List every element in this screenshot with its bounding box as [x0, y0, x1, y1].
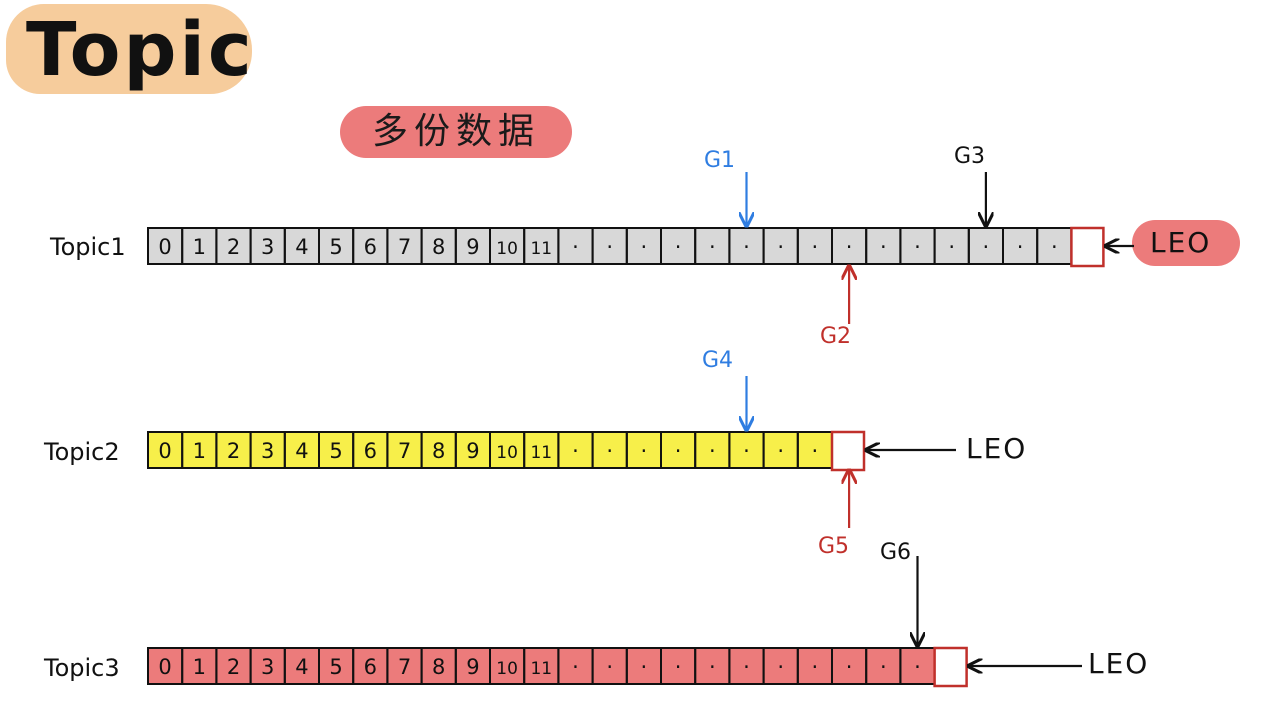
log-cell-offset: 11 — [530, 659, 552, 679]
log-cell-offset: 6 — [364, 655, 377, 679]
log-cell-offset: 0 — [158, 655, 171, 679]
log-cell-offset: 6 — [364, 235, 377, 259]
group-g6-label: G6 — [880, 540, 912, 565]
log-cell-offset: 9 — [466, 439, 479, 463]
log-cell-offset: 10 — [496, 659, 518, 679]
log-cell-offset: 10 — [496, 239, 518, 259]
log-cell-offset: 8 — [432, 439, 445, 463]
log-cell-offset: 4 — [295, 235, 308, 259]
log-cell-offset: · — [1017, 235, 1024, 259]
topic2-label: Topic2 — [44, 438, 120, 466]
log-cell-offset: · — [914, 235, 921, 259]
leo-slot — [1070, 226, 1105, 268]
log-cell-offset: · — [606, 655, 613, 679]
log-cell-offset: 2 — [227, 235, 240, 259]
log-cell-offset: · — [777, 655, 784, 679]
log-cell-offset: · — [606, 235, 613, 259]
log-cell-offset: 1 — [193, 439, 206, 463]
log-cell-offset: 3 — [261, 655, 274, 679]
log-cell-offset: 11 — [530, 239, 552, 259]
log-cell-offset: · — [777, 235, 784, 259]
leo-slot — [933, 646, 968, 688]
log-cell-offset: · — [812, 235, 819, 259]
log-cell-offset: 0 — [158, 235, 171, 259]
topic3-leo-label: LEO — [1088, 647, 1150, 680]
log-cell-offset: 7 — [398, 235, 411, 259]
log-cell-offset: 8 — [432, 235, 445, 259]
log-cell-offset: · — [675, 439, 682, 463]
log-cell-offset: 8 — [432, 655, 445, 679]
log-cell-offset: 4 — [295, 439, 308, 463]
log-cell-offset: · — [1051, 235, 1058, 259]
log-cell-offset: · — [572, 655, 579, 679]
group-g5-label: G5 — [818, 534, 850, 559]
log-cell-offset: · — [572, 235, 579, 259]
topic1-label: Topic1 — [50, 233, 126, 261]
log-cell-offset: · — [675, 235, 682, 259]
log-cell-offset: · — [641, 439, 648, 463]
log-cell-offset: · — [983, 235, 990, 259]
log-cell-offset: 7 — [398, 655, 411, 679]
group-g3-label: G3 — [954, 144, 986, 169]
log-cell-offset: 1 — [193, 655, 206, 679]
log-cell-offset: 5 — [329, 235, 342, 259]
subtitle: 多份数据 — [371, 111, 540, 152]
log-cell-offset: 5 — [329, 655, 342, 679]
log-cell-offset: · — [743, 235, 750, 259]
log-cell-offset: · — [641, 655, 648, 679]
log-cell-offset: · — [812, 439, 819, 463]
page-title: Topic — [26, 7, 255, 93]
log-cell-offset: · — [743, 655, 750, 679]
log-cell-offset: 11 — [530, 443, 552, 463]
log-cell-offset: 6 — [364, 439, 377, 463]
log-cell-offset: · — [641, 235, 648, 259]
log-cell-offset: · — [606, 439, 613, 463]
log-cell-offset: 10 — [496, 443, 518, 463]
subtitle-highlight — [340, 106, 572, 158]
log-cell-offset: · — [709, 655, 716, 679]
title-highlight — [6, 4, 252, 94]
topic1-leo-label: LEO — [1150, 226, 1212, 259]
log-cell-offset: · — [572, 439, 579, 463]
log-cell-offset: · — [777, 439, 784, 463]
log-cell-offset: 7 — [398, 439, 411, 463]
log-cell-offset: 5 — [329, 439, 342, 463]
log-cell-offset: 2 — [227, 439, 240, 463]
log-cell-offset: 2 — [227, 655, 240, 679]
log-cell-offset: · — [743, 439, 750, 463]
group-g1-label: G1 — [704, 148, 736, 173]
leo-slot — [830, 430, 866, 472]
leo-highlight — [1132, 220, 1240, 266]
group-g2-label: G2 — [820, 324, 852, 349]
group-g4-label: G4 — [702, 348, 734, 373]
log-cell-offset: · — [709, 439, 716, 463]
log-cell-offset: · — [880, 235, 887, 259]
topic2-leo-label: LEO — [966, 432, 1028, 465]
log-cell-offset: · — [675, 655, 682, 679]
log-cell-offset: 1 — [193, 235, 206, 259]
log-cell-offset: · — [880, 655, 887, 679]
log-cell-offset: 3 — [261, 439, 274, 463]
log-cell-offset: 9 — [466, 655, 479, 679]
log-cell-offset: 3 — [261, 235, 274, 259]
topic1-log-fill — [148, 228, 1072, 264]
topic3-label: Topic3 — [44, 654, 120, 682]
log-cell-offset: · — [846, 655, 853, 679]
log-cell-offset: · — [948, 235, 955, 259]
log-cell-offset: · — [846, 235, 853, 259]
log-cell-offset: · — [812, 655, 819, 679]
log-cell-offset: 0 — [158, 439, 171, 463]
log-cell-offset: 9 — [466, 235, 479, 259]
log-cell-offset: · — [914, 655, 921, 679]
topic3-log-fill — [148, 648, 935, 684]
log-cell-offset: · — [709, 235, 716, 259]
log-cell-offset: 4 — [295, 655, 308, 679]
